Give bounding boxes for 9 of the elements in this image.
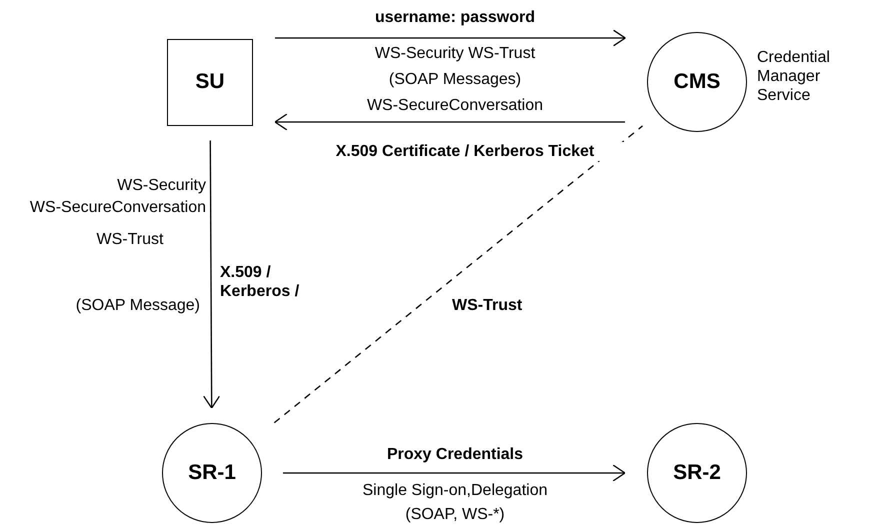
arrow	[202, 140, 220, 409]
process-circle: CMS	[647, 32, 747, 132]
process-box: SU	[167, 38, 253, 126]
process-circle: SR-1	[162, 423, 262, 523]
process-circle: SR-2	[647, 423, 747, 523]
arrow	[283, 464, 626, 482]
arrow	[274, 113, 625, 131]
dashed-line	[274, 125, 643, 424]
arrow	[275, 29, 626, 47]
